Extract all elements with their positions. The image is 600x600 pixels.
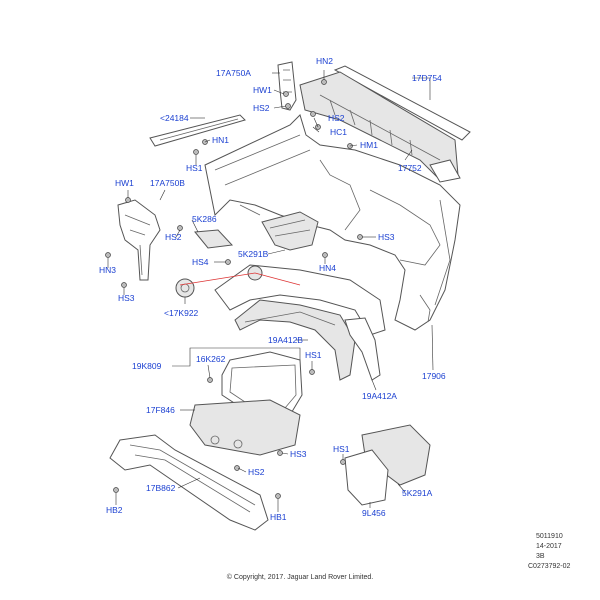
label-hm1: HM1 bbox=[360, 140, 378, 150]
diagram-code: 5011910 bbox=[536, 533, 563, 540]
label-hs3-right: HS3 bbox=[378, 232, 395, 242]
leader-lines bbox=[107, 70, 434, 512]
diagram-reference: C0273792-02 bbox=[528, 563, 571, 570]
label-hs1-mid: HS1 bbox=[305, 350, 322, 360]
label-hs1-top: HS1 bbox=[186, 163, 203, 173]
trim-19a412b bbox=[234, 299, 356, 381]
label-hb2: HB2 bbox=[106, 505, 123, 515]
bracket-17a750b bbox=[117, 199, 161, 281]
label-hs3-left: HS3 bbox=[118, 293, 135, 303]
trim-19a412a bbox=[344, 317, 381, 381]
label-hs2-left: HS2 bbox=[165, 232, 182, 242]
label-17b862: 17B862 bbox=[146, 483, 176, 493]
bracket-9l456 bbox=[344, 449, 389, 506]
diagram-revision: 3B bbox=[536, 553, 545, 560]
label-19a412b: 19A412B bbox=[268, 335, 303, 345]
label-5k291b: 5K291B bbox=[238, 249, 269, 259]
copyright-notice: © Copyright, 2017. Jaguar Land Rover Lim… bbox=[226, 574, 374, 581]
strip-24184 bbox=[149, 114, 246, 147]
plate-17f846 bbox=[189, 399, 301, 456]
bumper-cover-17906 bbox=[204, 114, 461, 331]
label-9l456: 9L456 bbox=[362, 508, 386, 518]
label-hn1: HN1 bbox=[212, 135, 229, 145]
label-hb1: HB1 bbox=[270, 512, 287, 522]
label-17a750a: 17A750A bbox=[216, 68, 251, 78]
label-hn3: HN3 bbox=[99, 265, 116, 275]
label-hw1-left: HW1 bbox=[115, 178, 134, 188]
upper-absorber-17d754 bbox=[299, 65, 471, 183]
diagram-date: 14-2017 bbox=[536, 543, 562, 550]
beam-17b862 bbox=[109, 434, 269, 531]
callout-labels: HN2 17A750A 17D754 HW1 HS2 <24184 HS2 HC… bbox=[99, 56, 446, 522]
label-17f846: 17F846 bbox=[146, 405, 175, 415]
label-5k286: 5K286 bbox=[192, 214, 217, 224]
label-hn4: HN4 bbox=[319, 263, 336, 273]
label-24184: <24184 bbox=[160, 113, 189, 123]
clip-17k922 bbox=[175, 278, 195, 298]
label-19a412a: 19A412A bbox=[362, 391, 397, 401]
label-hw1-top: HW1 bbox=[253, 85, 272, 95]
label-17752: 17752 bbox=[398, 163, 422, 173]
label-19k809: 19K809 bbox=[132, 361, 162, 371]
label-17d754: 17D754 bbox=[412, 73, 442, 83]
label-hs2-mid: HS2 bbox=[328, 113, 345, 123]
label-hs4: HS4 bbox=[192, 257, 209, 267]
label-17a750b: 17A750B bbox=[150, 178, 185, 188]
panel-5k291b bbox=[261, 211, 319, 251]
label-hs3-bottom: HS3 bbox=[290, 449, 307, 459]
lower-cover-panel bbox=[214, 264, 386, 336]
label-hs1-bottom: HS1 bbox=[333, 444, 350, 454]
label-hc1: HC1 bbox=[330, 127, 347, 137]
bracket-5k286 bbox=[194, 229, 234, 249]
label-16k262: 16K262 bbox=[196, 354, 226, 364]
label-17906: 17906 bbox=[422, 371, 446, 381]
fasteners bbox=[105, 79, 363, 499]
label-17k922: <17K922 bbox=[164, 308, 199, 318]
bracket-17a750a bbox=[277, 61, 297, 111]
label-hs2-top: HS2 bbox=[253, 103, 270, 113]
label-hs2-bottom: HS2 bbox=[248, 467, 265, 477]
label-hn2-top: HN2 bbox=[316, 56, 333, 66]
label-5k291a: 5K291A bbox=[402, 488, 433, 498]
